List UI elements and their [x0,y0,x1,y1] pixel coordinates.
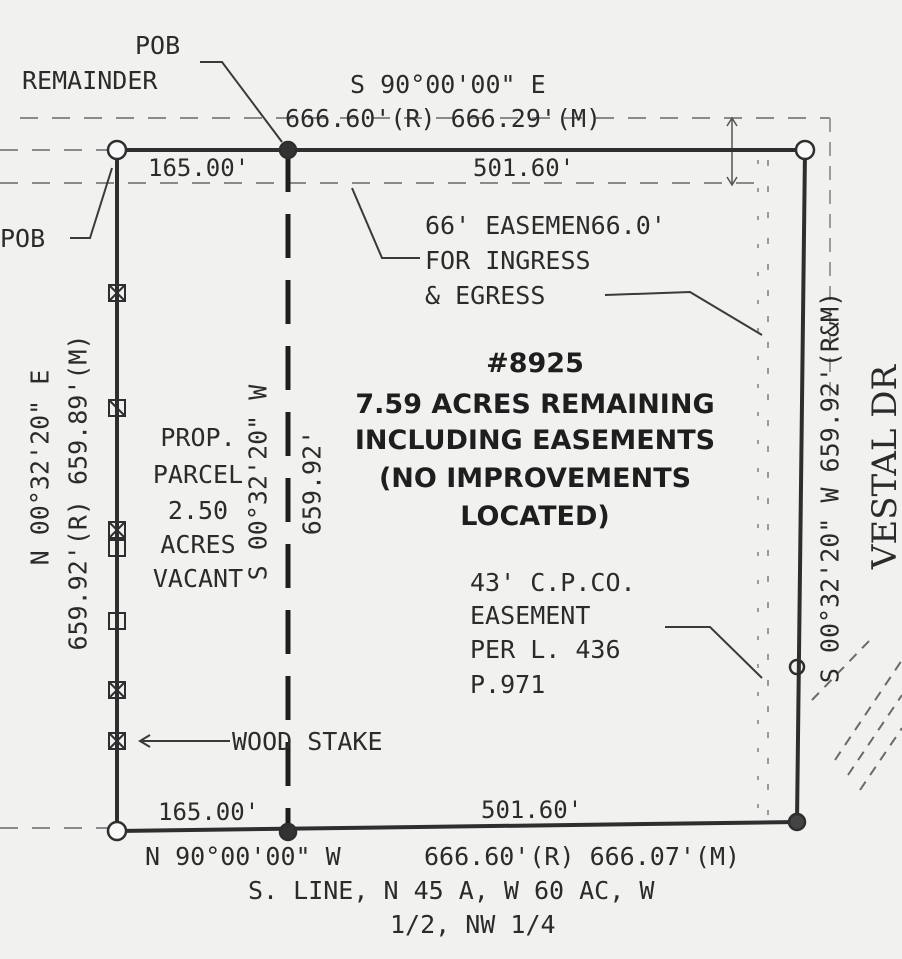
north-bearing: S 90°00'00" E [350,70,546,99]
remaining-easements: INCLUDING EASEMENTS [354,425,716,456]
north-right-segment: 501.60' [473,154,575,182]
easement-dash-lines [0,117,830,829]
north-left-segment: 165.00' [148,154,250,182]
corner-markers [106,139,816,842]
easement-66-line3: & EGRESS [425,281,546,310]
cpco-line2: EASEMENT [470,601,591,630]
west-bearing: N 00°32'20" E [25,369,55,566]
pob-label: POB [0,224,46,253]
remaining-located: LOCATED) [460,501,610,532]
south-bearing: N 90°00'00" W [145,842,341,871]
west-distance: 659.92'(R) 659.89'(M) [63,334,93,651]
parcel-line3: 2.50 [167,496,229,525]
road-hatch [811,639,902,791]
cpco-line1: 43' C.P.CO. [470,568,636,597]
road-name: VESTAL DR [865,364,902,570]
center-bearing: S 00°32'20" W [243,384,273,581]
east-easement-lines [757,118,831,815]
remaining-parcel-id: #8925 [486,348,584,379]
south-right-segment: 501.60' [481,796,583,824]
cpco-line3: PER L. 436 [470,635,621,664]
pob-remainder-label-2: REMAINDER [22,66,158,95]
parcel-line2: PARCEL [152,460,244,489]
cpco-line4: P.971 [470,670,546,699]
remaining-acres: 7.59 ACRES REMAINING [355,389,715,420]
legal-description-line1: S. LINE, N 45 A, W 60 AC, W [248,876,655,905]
easement-66-line2: FOR INGRESS [425,246,591,275]
south-left-segment: 165.00' [158,798,260,826]
legal-description-line2: 1/2, NW 1/4 [390,910,556,939]
parcel-line5: VACANT [152,564,244,593]
pob-remainder-label-1: POB [135,31,181,60]
east-bearing-distance: S 00°32'20" W 659.92'(R&M) [815,291,845,684]
leader-lines [70,61,763,748]
wood-stake-label: WOOD STAKE [232,727,383,756]
center-distance: 659.92' [297,429,327,536]
south-distance: 666.60'(R) 666.07'(M) [424,842,741,871]
remaining-improvements: (NO IMPROVEMENTS [378,463,692,494]
parcel-line4: ACRES [160,530,236,559]
parcel-line1: PROP. [160,423,236,452]
wood-stakes [108,284,126,750]
parcel-boundary [115,148,807,833]
north-distance: 666.60'(R) 666.29'(M) [285,104,602,133]
easement-66-line1: 66' EASEMEN66.0' [425,211,666,240]
